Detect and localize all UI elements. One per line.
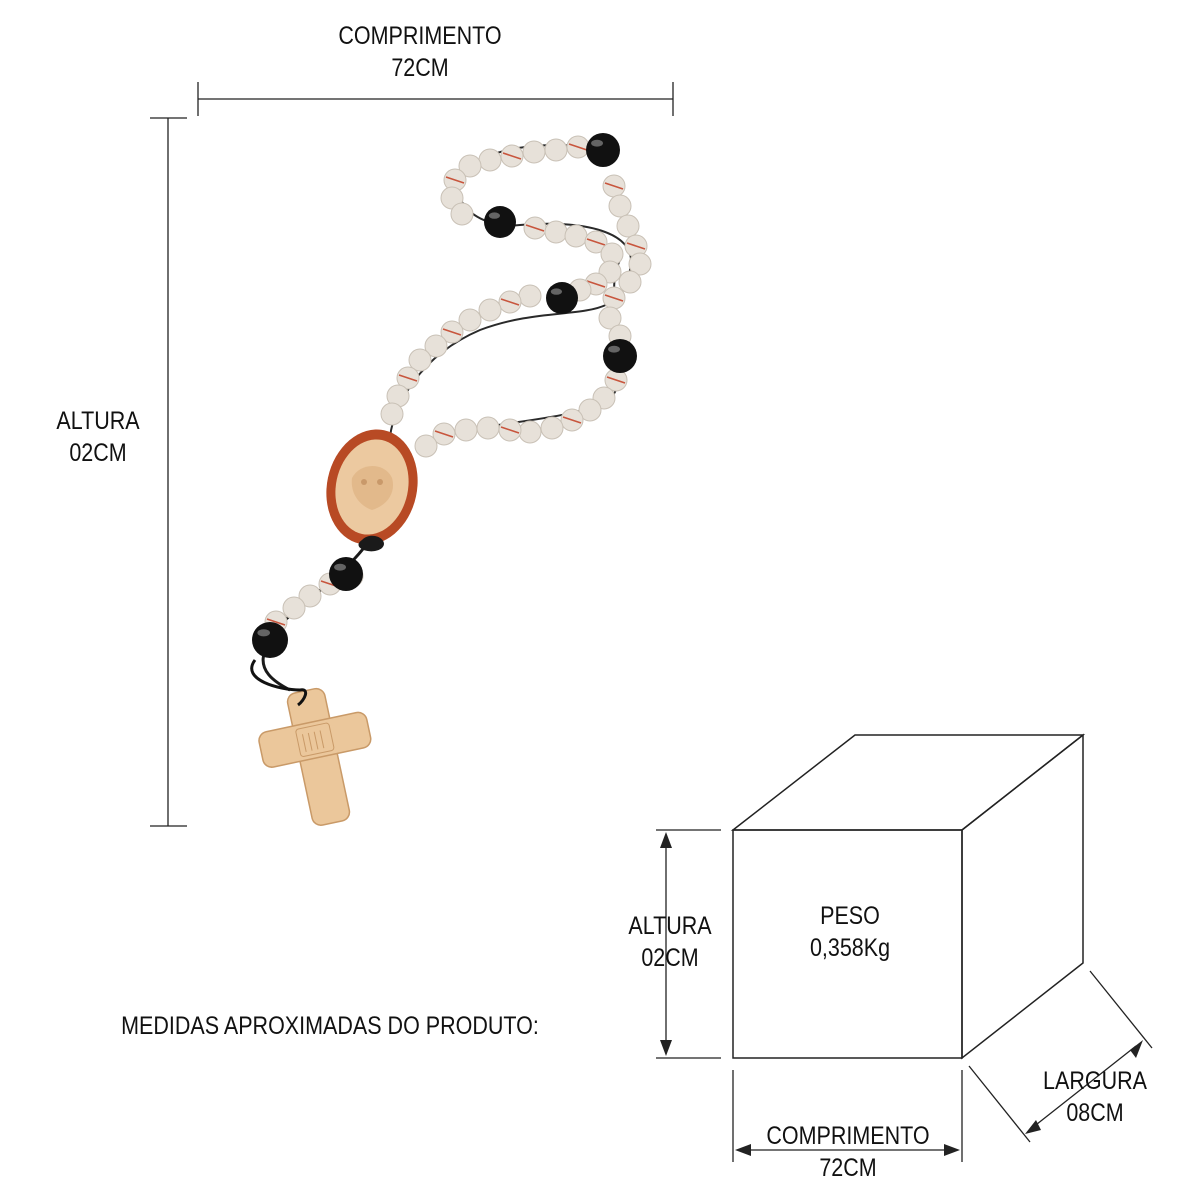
rosary-light-bead	[458, 308, 482, 332]
rosary-light-bead	[454, 418, 478, 442]
rosary-light-bead	[578, 398, 602, 422]
rosary-dark-bead	[586, 133, 620, 167]
box-top-face	[730, 734, 1086, 831]
rosary-light-bead	[628, 252, 652, 276]
rosary-dark-bead	[603, 339, 637, 373]
rosary-dark-bead	[546, 282, 578, 314]
rosary-light-bead	[298, 584, 322, 608]
box-length-title: COMPRIMENTO	[766, 1122, 930, 1150]
rosary-knot	[358, 535, 384, 552]
rosary-light-bead	[540, 416, 564, 440]
package-box-drawing	[730, 733, 1086, 1060]
box-weight-label: PESO 0,358Kg	[798, 900, 901, 964]
product-dimensions-heading: MEDIDAS APROXIMADAS DO PRODUTO:	[121, 1012, 539, 1040]
rosary-light-bead	[432, 422, 456, 446]
rosary-light-bead	[598, 306, 622, 330]
left-height-dimension-line	[150, 117, 187, 827]
rosary-light-bead	[608, 194, 632, 218]
rosary-light-bead	[282, 596, 306, 620]
rosary-light-bead	[500, 144, 524, 168]
top-length-dimension-line	[197, 82, 674, 116]
rosary-light-bead	[498, 418, 522, 442]
box-width-dimension-line	[968, 970, 1153, 1143]
rosary-light-bead	[518, 420, 542, 444]
rosary-dark-bead	[329, 557, 363, 591]
rosary-light-bead	[458, 154, 482, 178]
rosary-light-bead	[414, 434, 438, 458]
rosary-light-bead	[618, 270, 642, 294]
rosary-light-bead	[564, 224, 588, 248]
top-length-value: 72CM	[391, 54, 449, 82]
rosary-light-bead	[602, 286, 626, 310]
rosary-light-bead	[566, 135, 590, 159]
top-length-label: COMPRIMENTO 72CM	[334, 20, 506, 84]
rosary-dark-bead	[252, 622, 288, 658]
box-width-value: 08CM	[1066, 1099, 1124, 1127]
box-length-value: 72CM	[819, 1154, 877, 1182]
rosary-product-image	[250, 133, 652, 826]
rosary-light-bead	[478, 148, 502, 172]
box-width-label: LARGURA 08CM	[1039, 1065, 1151, 1129]
box-height-value: 02CM	[641, 944, 699, 972]
box-width-title: LARGURA	[1043, 1067, 1147, 1095]
rosary-light-bead	[478, 298, 502, 322]
rosary-light-bead	[523, 216, 547, 240]
rosary-light-bead	[440, 320, 464, 344]
rosary-light-bead	[518, 284, 542, 308]
box-height-title: ALTURA	[628, 912, 712, 940]
box-height-dimension-line	[656, 829, 721, 1059]
rosary-light-bead	[396, 366, 420, 390]
top-length-title: COMPRIMENTO	[338, 22, 502, 50]
rosary-light-bead	[443, 168, 467, 192]
rosary-light-bead	[408, 348, 432, 372]
box-length-dimension-line	[732, 1070, 963, 1162]
rosary-dark-bead	[484, 206, 516, 238]
left-height-label: ALTURA 02CM	[46, 405, 149, 469]
left-height-title: ALTURA	[56, 407, 140, 435]
rosary-cross	[258, 687, 372, 826]
rosary-cross-loop	[250, 659, 308, 707]
rosary-light-bead	[602, 174, 626, 198]
rosary-light-bead	[544, 220, 568, 244]
rosary-medal	[326, 429, 418, 545]
left-height-value: 02CM	[69, 439, 127, 467]
rosary-light-bead	[522, 140, 546, 164]
box-length-label: COMPRIMENTO 72CM	[762, 1120, 934, 1184]
rosary-light-bead	[616, 214, 640, 238]
rosary-dark-beads	[252, 133, 637, 658]
box-weight-title: PESO	[820, 902, 880, 930]
rosary-light-beads	[264, 135, 652, 634]
rosary-light-bead	[560, 408, 584, 432]
rosary-light-bead	[424, 334, 448, 358]
rosary-light-bead	[544, 138, 568, 162]
rosary-light-bead	[476, 416, 500, 440]
box-side-face	[961, 733, 1084, 1060]
box-weight-value: 0,358Kg	[809, 934, 891, 962]
rosary-light-bead	[380, 402, 404, 426]
box-height-label: ALTURA 02CM	[618, 910, 721, 974]
rosary-light-bead	[498, 290, 522, 314]
rosary-light-bead	[584, 230, 608, 254]
rosary-light-bead	[450, 202, 474, 226]
